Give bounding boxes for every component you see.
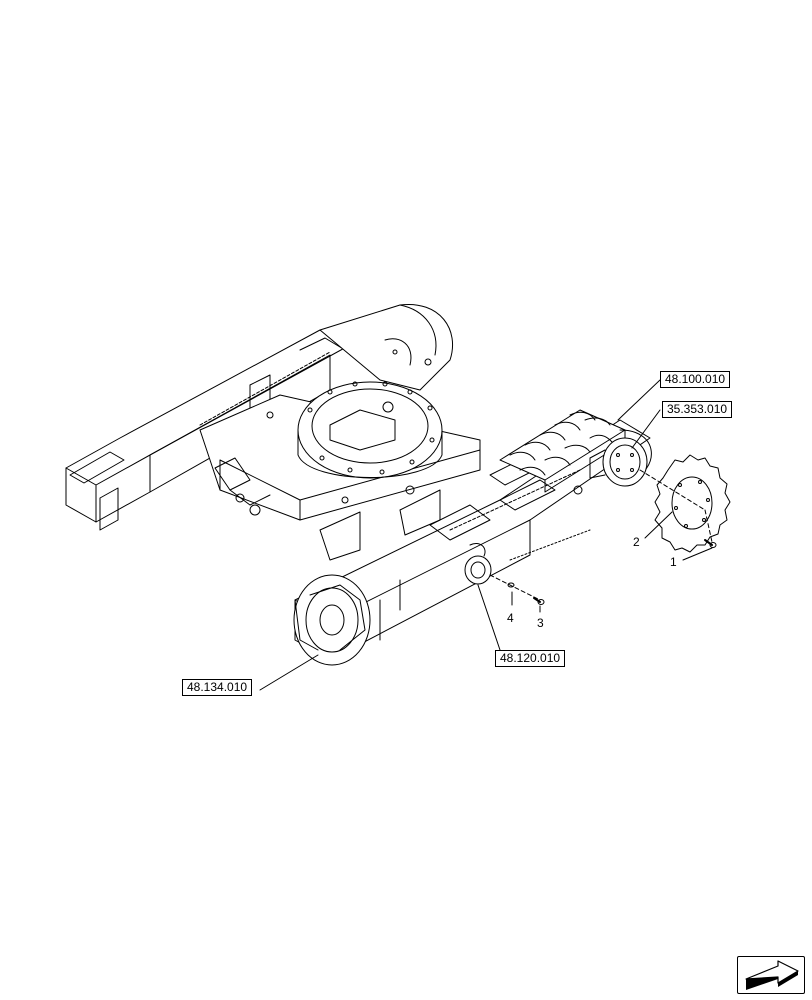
rear-track-frame <box>65 329 351 531</box>
swing-bearing-ring <box>297 381 443 479</box>
final-drive-motor <box>589 437 648 487</box>
ref-box-48-100-010[interactable]: 48.100.010 <box>660 371 731 388</box>
callout-3: 3 <box>537 616 544 630</box>
roller-bolt <box>533 597 545 605</box>
track-shoes <box>499 409 652 493</box>
callout-4: 4 <box>507 611 514 625</box>
ref-box-48-120-010[interactable]: 48.120.010 <box>495 650 566 667</box>
ref-box-48-134-010[interactable]: 48.134.010 <box>182 679 253 696</box>
leader-lines <box>259 379 713 691</box>
ref-box-35-353-010[interactable]: 35.353.010 <box>662 401 733 418</box>
callout-1: 1 <box>670 555 677 569</box>
front-idler-wheel <box>293 574 371 666</box>
sprocket-bolt <box>704 539 717 548</box>
carrier-roller <box>464 542 492 585</box>
exploded-centerlines <box>489 469 713 601</box>
next-page-arrow-icon <box>745 960 799 990</box>
washer <box>507 582 515 588</box>
next-page-button[interactable] <box>737 956 805 994</box>
rear-idler-top <box>319 303 454 391</box>
drive-sprocket <box>654 454 731 553</box>
callout-2: 2 <box>633 535 640 549</box>
